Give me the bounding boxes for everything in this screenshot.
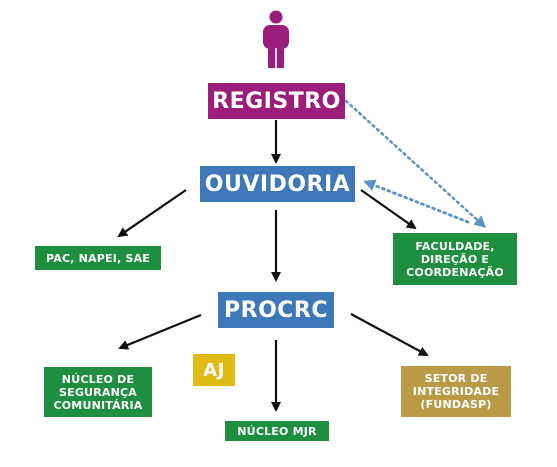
dotted-faculdade-to-ouvidoria: [363, 179, 470, 224]
ouvidoria-box: OUVIDORIA: [200, 166, 355, 202]
nucleo-seguranca-box: NÚCLEO DE SEGURANÇA COMUNITÁRIA: [44, 367, 152, 417]
dotted-registro-to-faculdade: [344, 99, 487, 229]
pac-napei-sae-box: PAC, NAPEI, SAE: [35, 246, 161, 270]
registro-box: REGISTRO: [208, 83, 345, 119]
person-icon: [263, 10, 289, 68]
setor-integridade-box: SETOR DE INTEGRIDADE (FUNDASP): [401, 366, 511, 417]
faculdade-box: FACULDADE, DIREÇÃO E COORDENAÇÃO: [393, 233, 517, 285]
aj-box: AJ: [193, 354, 235, 386]
arrow-procrc-to-setor: [350, 313, 429, 356]
procrc-box: PROCRC: [218, 292, 334, 328]
arrow-procrc-to-nucleo-seg: [118, 313, 202, 350]
nucleo-mjr-box: NÚCLEO MJR: [225, 421, 329, 441]
arrow-ouvidoria-to-faculdade: [360, 189, 417, 230]
arrow-ouvidoria-to-pac: [117, 189, 187, 238]
